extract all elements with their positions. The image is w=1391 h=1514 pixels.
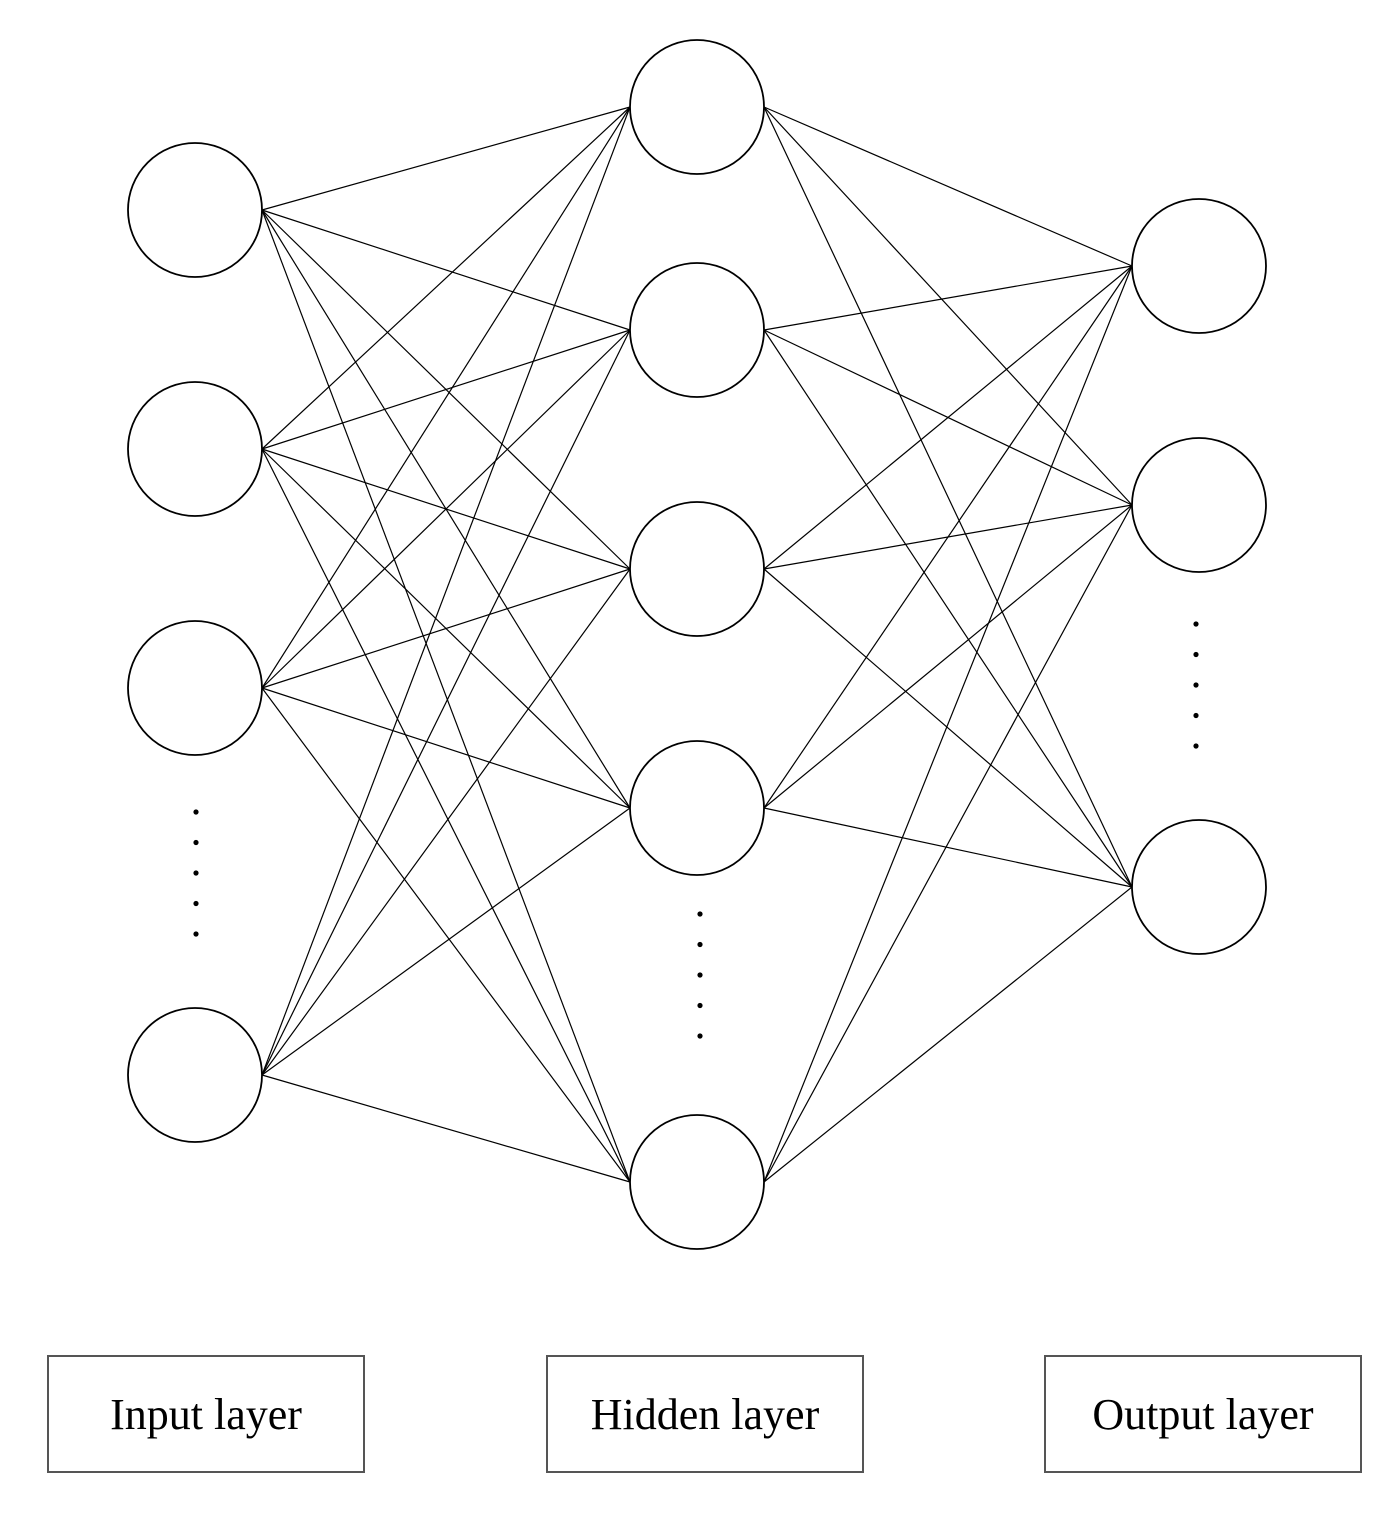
input-ellipsis-dot: [193, 870, 199, 876]
input-layer-label: Input layer: [110, 1389, 302, 1439]
edge-hidden-4-to-output-2: [763, 504, 1133, 809]
edge-input-3-to-hidden-1: [261, 106, 631, 689]
output-neuron-3: [1131, 819, 1267, 955]
hidden-ellipsis-dot: [697, 1002, 703, 1009]
edge-hidden-3-to-output-3: [763, 568, 1133, 888]
edge-hidden-1-to-output-3: [763, 106, 1133, 888]
hidden-ellipsis-dot: [697, 911, 703, 917]
input-layer-box: Input layer: [47, 1355, 365, 1473]
input-neuron-2: [127, 381, 263, 517]
edge-hidden-4-to-output-1: [763, 265, 1133, 809]
edge-input-4-to-hidden-5: [261, 1074, 631, 1183]
edge-hidden-5-to-output-3: [763, 886, 1133, 1183]
edge-input-3-to-hidden-4: [261, 687, 631, 809]
hidden-ellipsis-dot: [697, 1033, 703, 1039]
edge-hidden-1-to-output-2: [763, 106, 1133, 506]
edge-input-2-to-hidden-2: [261, 329, 631, 450]
edge-hidden-4-to-output-3: [763, 807, 1133, 888]
edge-input-4-to-hidden-1: [261, 106, 631, 1076]
edge-input-2-to-hidden-5: [261, 448, 631, 1183]
hidden-layer-box: Hidden layer: [546, 1355, 864, 1473]
ellipsis-markers: [193, 621, 1199, 1039]
hidden-neuron-3: [629, 501, 765, 637]
output-ellipsis-dot: [1193, 712, 1199, 719]
hidden-neuron-1: [629, 39, 765, 175]
output-ellipsis-dot: [1193, 743, 1199, 749]
output-ellipsis-dot: [1193, 651, 1199, 658]
output-neuron-2: [1131, 437, 1267, 573]
edge-input-3-to-hidden-5: [261, 687, 631, 1183]
hidden-ellipsis-dot: [697, 941, 703, 948]
edge-hidden-1-to-output-1: [763, 106, 1133, 267]
edge-input-1-to-hidden-5: [261, 209, 631, 1183]
hidden-neuron-4: [629, 740, 765, 876]
hidden-neuron-2: [629, 262, 765, 398]
input-ellipsis-dot: [193, 809, 199, 815]
input-neuron-1: [127, 142, 263, 278]
edge-input-4-to-hidden-3: [261, 568, 631, 1076]
edge-input-1-to-hidden-1: [261, 106, 631, 211]
input-ellipsis-dot: [193, 931, 199, 937]
output-layer-label: Output layer: [1092, 1389, 1314, 1439]
input-neuron-3: [127, 620, 263, 756]
output-ellipsis-dot: [1193, 682, 1199, 688]
output-neuron-1: [1131, 198, 1267, 334]
output-layer-box: Output layer: [1044, 1355, 1362, 1473]
edge-input-4-to-hidden-2: [261, 329, 631, 1076]
hidden-ellipsis-dot: [697, 972, 703, 978]
edge-input-3-to-hidden-3: [261, 568, 631, 689]
edge-hidden-3-to-output-1: [763, 265, 1133, 570]
input-ellipsis-dot: [193, 839, 199, 846]
edge-input-2-to-hidden-1: [261, 106, 631, 450]
neurons: [127, 39, 1267, 1250]
connections: [261, 106, 1133, 1183]
edge-hidden-5-to-output-1: [763, 265, 1133, 1183]
edge-input-1-to-hidden-2: [261, 209, 631, 331]
edge-input-3-to-hidden-2: [261, 329, 631, 689]
edge-hidden-2-to-output-1: [763, 265, 1133, 331]
edge-hidden-5-to-output-2: [763, 504, 1133, 1183]
hidden-neuron-5: [629, 1114, 765, 1250]
edge-input-4-to-hidden-4: [261, 807, 631, 1076]
output-ellipsis-dot: [1193, 621, 1199, 627]
hidden-layer-label: Hidden layer: [590, 1389, 820, 1439]
input-neuron-4: [127, 1007, 263, 1143]
edge-hidden-2-to-output-3: [763, 329, 1133, 888]
input-ellipsis-dot: [193, 900, 199, 907]
